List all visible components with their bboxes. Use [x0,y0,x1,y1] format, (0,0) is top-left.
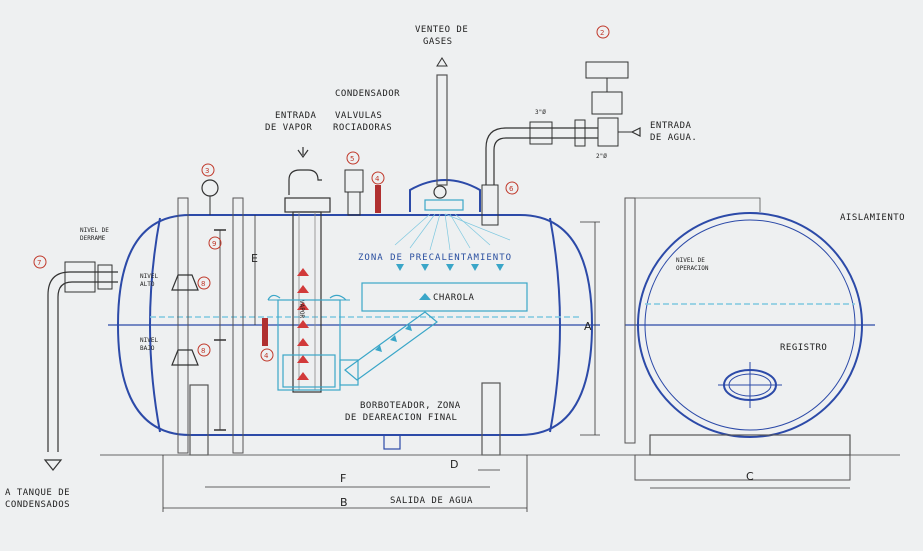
overflow-pipe [339,311,438,386]
low-level-label-2: BAJO [140,345,155,352]
callout-3: 3 [205,167,209,175]
pipe-size-2in: 2"Ø [596,153,607,160]
condensate-tank-label-2: CONDENSADOS [5,500,70,510]
vapor-column-text: VAPOR [298,300,305,318]
callout-6: 6 [509,185,514,193]
low-level-label-1: NIVEL [140,337,158,344]
water-outlet-label: SALIDA DE AGUA [390,496,473,506]
sparger-label-1: BORBOTEADOR, ZONA [360,401,461,411]
high-level-label-1: NIVEL [140,273,158,280]
sparger-label-2: DE DEAREACION FINAL [345,413,457,423]
water-inlet-label-1: ENTRADA [650,121,692,131]
dim-b: B [340,496,348,509]
dim-c: C [746,470,754,483]
level-gauge [171,197,268,454]
preheat-arrows [396,264,504,271]
dimension-lines [162,215,850,512]
callout-7: 7 [37,259,41,267]
callout-8b: 8 [201,347,205,355]
dim-e: E [251,252,258,265]
pipe-size-3in: 3"Ø [535,109,546,116]
water-inlet-piping [481,61,641,226]
dim-f: F [340,472,346,485]
tray-label: CHAROLA [433,293,475,303]
overflow-level-label-2: DERRAME [80,235,106,242]
sparger-box [267,294,350,391]
vent-label-2: GASES [423,37,453,47]
dim-d: D [450,458,458,471]
condensate-tank-label-1: A TANQUE DE [5,488,70,498]
top-instruments [201,169,381,216]
dim-a: A [584,320,592,333]
drain-line [43,261,118,471]
vent-label-1: VENTEO DE [415,25,468,35]
steam-inlet-column: VAPOR [284,147,331,393]
operating-level-label-2: OPERACION [676,265,709,272]
callouts: 2 3 4 5 6 7 8 8 9 4 [33,25,610,362]
end-view-tank [624,197,875,481]
water-inlet-label-2: DE AGUA. [650,133,697,143]
spray-valves-label-2: ROCIADORAS [333,123,392,133]
condenser-dome [394,57,511,251]
callout-9: 9 [212,240,216,248]
callout-2: 2 [600,29,604,37]
spray-valves-label-1: VALVULAS [335,111,382,121]
preheat-zone-label: ZONA DE PRECALENTAMIENTO [358,253,512,263]
callout-8a: 8 [201,280,205,288]
steam-inlet-label-1: ENTRADA [275,111,317,121]
operating-level-label-1: NIVEL DE [676,257,705,264]
callout-4b: 4 [264,352,269,360]
callout-4: 4 [375,175,380,183]
steam-inlet-label-2: DE VAPOR [265,123,312,133]
high-level-label-2: ALTO [140,281,155,288]
main-tank [108,214,600,436]
callout-5: 5 [350,155,354,163]
tray [361,282,528,312]
overflow-level-label-1: NIVEL DE [80,227,109,234]
insulation-label: AISLAMIENTO [840,213,905,223]
condenser-label: CONDENSADOR [335,89,400,99]
manhole-label: REGISTRO [780,343,827,353]
